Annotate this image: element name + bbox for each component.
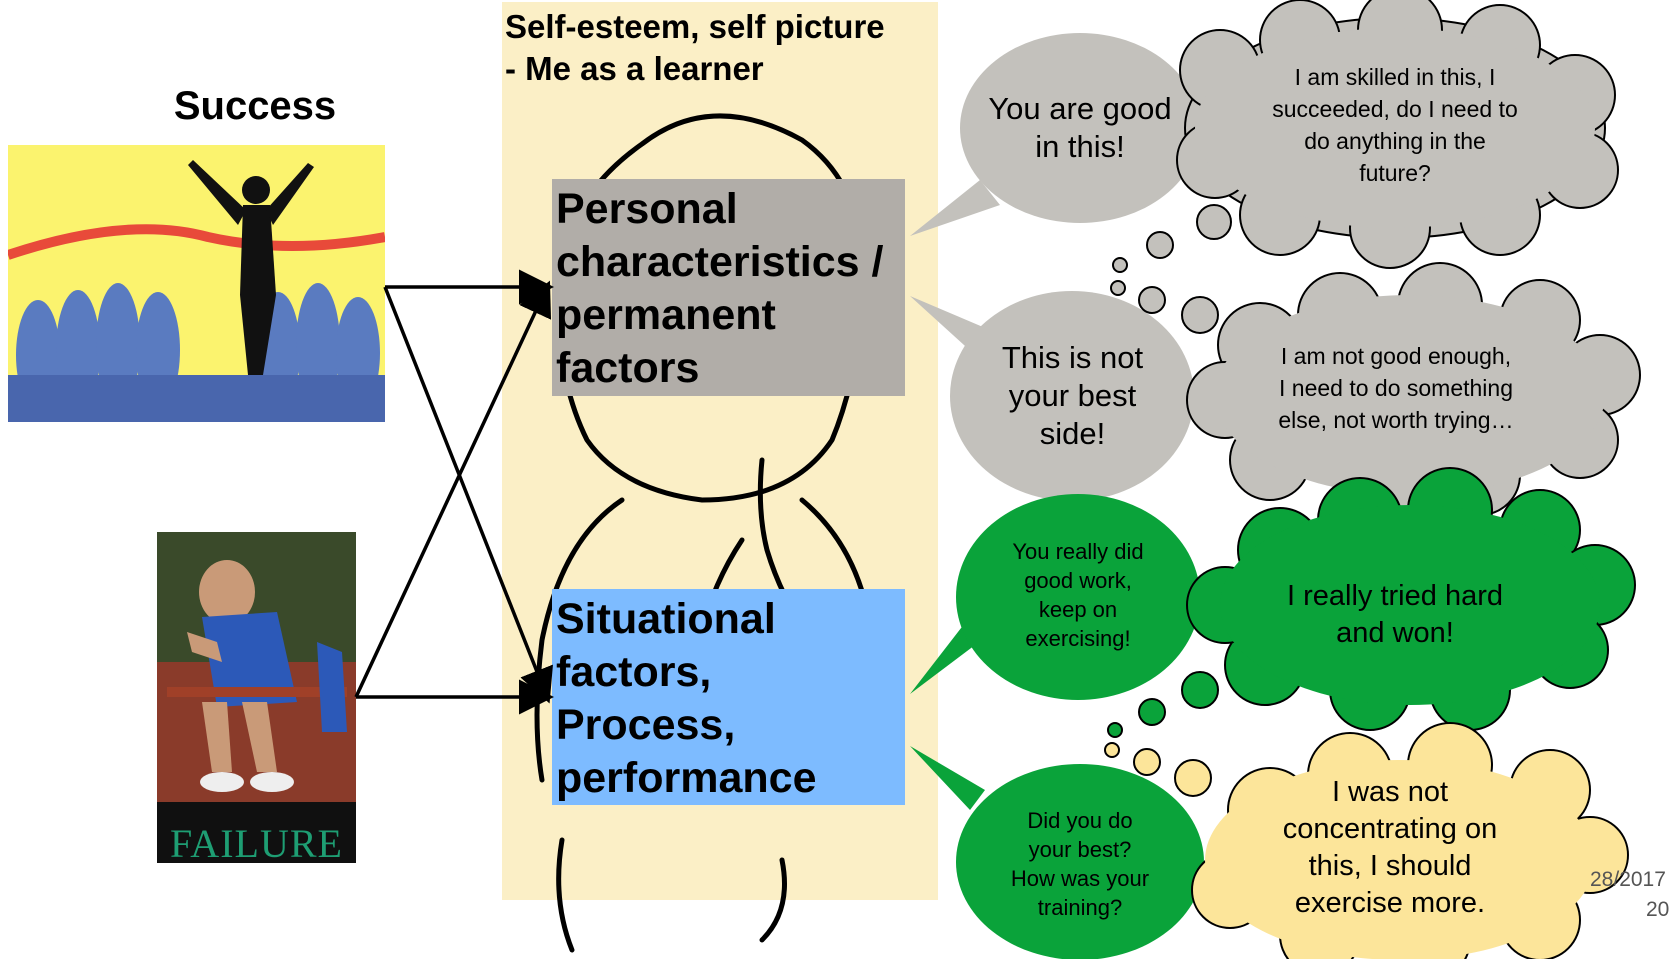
speech-bubble-really-did (956, 494, 1200, 700)
thought-cloud-skilled (1112, 0, 1619, 273)
speech-bubble-good (960, 33, 1200, 223)
thought-not-good-text: I am not good enough, I need to do somet… (1278, 343, 1514, 433)
speech-good-text: You are good in this! (988, 91, 1172, 164)
situational-factors-box: Situational factors, Process, performanc… (552, 589, 905, 805)
failure-to-personal-arrow (354, 280, 552, 698)
thought-cloud-not-concentrating (1104, 722, 1629, 959)
speech-bubble-did-best (956, 764, 1204, 959)
speech-really-did-text: You really did good work, keep on exerci… (1012, 539, 1144, 651)
thought-skilled-text: I am skilled in this, I succeeded, do I … (1272, 64, 1518, 186)
personal-factors-box: Personal characteristics / permanent fac… (552, 179, 905, 396)
speech-did-best-text: Did you do your best? How was your train… (1010, 808, 1150, 920)
thought-tried-text: I really tried hard and won! (1287, 580, 1503, 649)
success-photo (8, 145, 385, 422)
panel-title: Self-esteem, self picture - Me as a lear… (505, 8, 885, 87)
success-to-situational-arrow (383, 286, 553, 704)
speech-not-best-text: This is not your best side! (1001, 340, 1144, 451)
footer-date: 28/2017 (1590, 868, 1666, 891)
thought-cloud-tried (1107, 467, 1636, 738)
thought-not-concentrating-text: I was not concentrating on this, I shoul… (1282, 776, 1498, 919)
failure-photo (157, 532, 356, 863)
failure-caption: FAILURE (170, 821, 343, 866)
speech-bubble-not-best (950, 291, 1194, 501)
page-number: 20 (1646, 898, 1670, 921)
success-title: Success (173, 84, 337, 128)
